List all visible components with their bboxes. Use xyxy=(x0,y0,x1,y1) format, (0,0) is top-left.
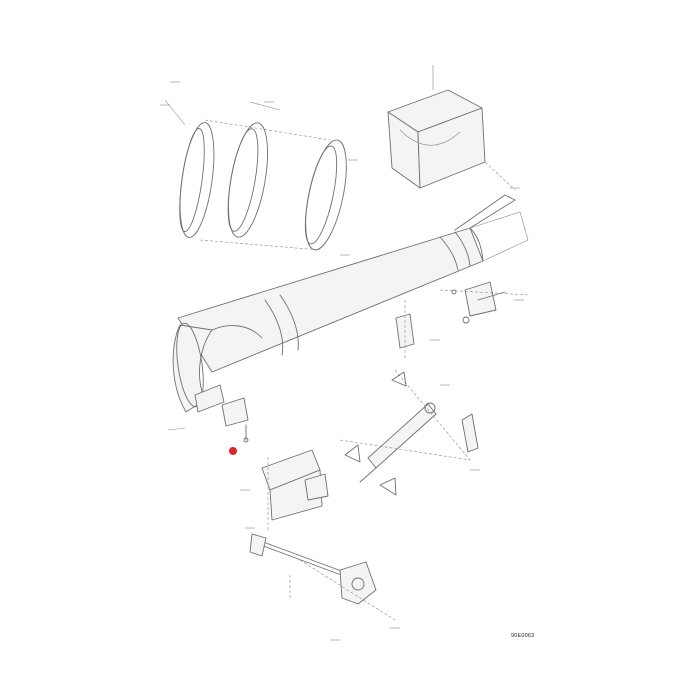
hydraulic-cylinder xyxy=(339,369,479,496)
fastener-group xyxy=(167,424,249,443)
support-bracket-right xyxy=(439,281,531,324)
highlight-marker-dot[interactable] xyxy=(229,447,237,455)
diagram-reference-code: 90E0063 xyxy=(511,633,535,639)
discharge-elbow xyxy=(172,322,263,427)
hopper-box xyxy=(387,65,516,191)
linkage-rod xyxy=(249,533,396,621)
callout-leaders xyxy=(160,81,524,641)
mount-plate xyxy=(395,300,415,360)
auger-tube xyxy=(177,194,529,373)
support-stand xyxy=(261,449,329,530)
flange-rings xyxy=(164,99,347,251)
